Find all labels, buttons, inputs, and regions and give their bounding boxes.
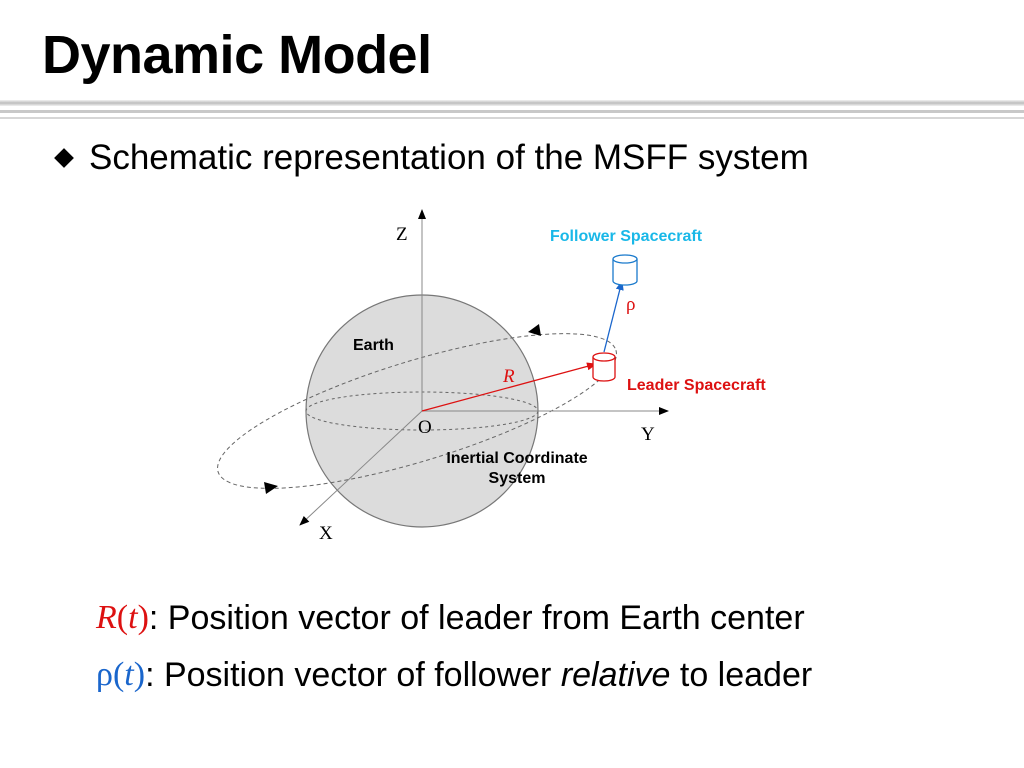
definition-rho: ρ(t): Position vector of follower relati… [96,651,812,699]
symbol-rho-arg: t [124,656,134,693]
leader-spacecraft-icon [592,352,616,382]
follower-spacecraft-icon [612,254,638,286]
bullet-item: Schematic representation of the MSFF sys… [52,136,809,180]
r-vector [421,362,597,412]
definition-r-text: : Position vector of leader from Earth c… [148,598,805,637]
symbol-rho: ρ [96,656,113,693]
definition-rho-text: : Position vector of follower [145,655,561,694]
symbol-rho-close-paren: ) [133,656,146,693]
symbol-rho-open-paren: ( [112,656,125,693]
symbol-r-close-paren: ) [137,599,149,636]
bullet-text: Schematic representation of the MSFF sys… [89,138,809,177]
definition-r: R(t): Position vector of leader from Ear… [96,594,805,642]
definition-rho-text-end: to leader [670,655,813,694]
x-axis-label: X [319,523,333,544]
x-axis [299,410,423,526]
orbit-arrowhead-right [528,324,541,336]
definition-rho-emphasis: relative [560,655,671,694]
symbol-r: R [96,599,117,636]
y-axis-label: Y [641,424,655,445]
title-divider-hairline [0,117,1024,119]
leader-label: Leader Spacecraft [627,377,766,394]
vector-r-label: R [502,366,515,387]
frame-label-line2: System [489,470,546,487]
orbit-arrowhead-left [264,482,278,494]
earth-label: Earth [353,337,394,354]
symbol-r-arg: t [128,599,138,636]
symbol-r-open-paren: ( [116,599,129,636]
page-title: Dynamic Model [42,25,432,85]
title-divider-thin [0,110,1024,113]
origin-label: O [418,417,432,438]
z-axis-label: Z [396,224,408,245]
rho-vector [603,280,624,353]
follower-label: Follower Spacecraft [550,228,703,245]
title-divider [0,100,1024,106]
orbit-ellipse [217,333,617,489]
frame-label-line1: Inertial Coordinate [446,450,587,467]
vector-rho-label: ρ [626,294,635,315]
